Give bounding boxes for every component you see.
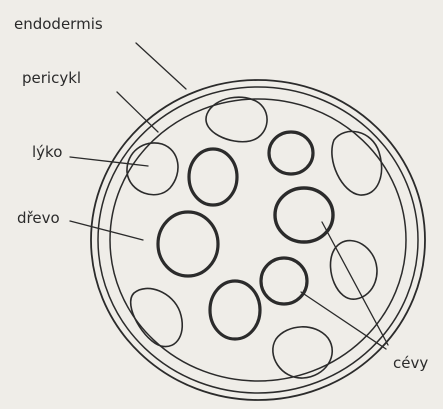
leader-line-endodermis: [136, 43, 186, 89]
xylem-vessel: [275, 188, 333, 242]
leader-line-lyko: [70, 157, 148, 166]
xylem-vessel: [210, 281, 260, 339]
xylem-vessel: [261, 258, 307, 304]
leader-line-cevy-2: [301, 292, 386, 349]
phloem-bundle: [332, 131, 382, 195]
xylem-vessel: [158, 212, 218, 276]
phloem-bundle: [330, 241, 377, 300]
label-cevy: cévy: [393, 356, 428, 371]
phloem-bundle: [273, 327, 332, 378]
xylem-vessel: [269, 132, 313, 174]
label-pericykl: pericykl: [22, 71, 81, 86]
label-endodermis: endodermis: [14, 17, 103, 32]
phloem-bundle: [131, 288, 183, 346]
endodermis-inner-ring: [98, 87, 418, 393]
phloem-bundle: [206, 97, 267, 142]
phloem-bundle: [127, 143, 178, 195]
leader-line-drevo: [70, 221, 143, 240]
pericycle-ring: [110, 99, 406, 381]
label-lyko: lýko: [32, 145, 62, 160]
leader-line-pericykl: [117, 92, 158, 132]
xylem-vessel: [189, 149, 237, 205]
label-drevo: dřevo: [17, 211, 60, 226]
